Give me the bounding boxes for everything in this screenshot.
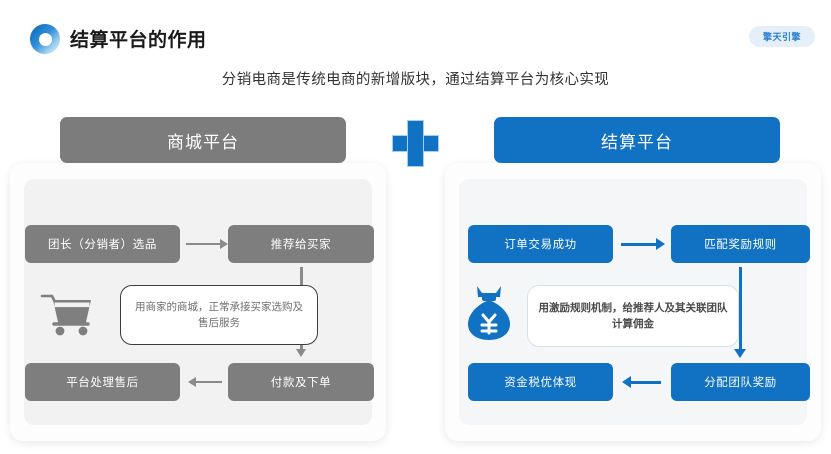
page-subtitle: 分销电商是传统电商的新增版块，通过结算平台为核心实现 [221,72,610,88]
left-panel-header: 商城平台 [60,117,346,163]
right-arrow-3-line [631,381,661,384]
left-arrow-1-line [186,243,220,246]
right-step-1[interactable]: 订单交易成功 [468,225,613,263]
plus-vertical-bar [407,120,424,167]
left-step-3[interactable]: 付款及下单 [228,363,374,401]
plus-icon [392,120,439,167]
left-arrow-1-head [220,239,228,249]
right-arrow-2-head [734,349,746,358]
right-step-2[interactable]: 匹配奖励规则 [671,225,810,263]
left-note: 用商家的商城，正常承接买家选购及售后服务 [120,285,318,345]
right-arrow-2-line [739,267,742,350]
page-title: 结算平台的作用 [70,30,207,51]
left-arrow-3-line [196,381,222,384]
right-arrow-1-line [621,243,657,246]
right-step-3[interactable]: 分配团队奖励 [671,363,810,401]
left-step-1[interactable]: 团长（分销者）选品 [25,225,180,263]
gradient-ring-icon [30,24,60,54]
brand-badge: 擎天引擎 [749,26,815,47]
right-step-4[interactable]: 资金税优体现 [468,363,613,401]
right-arrow-3-head [622,376,631,388]
right-panel-card: 订单交易成功 匹配奖励规则 分配团队奖励 资金税优体现 [445,163,821,441]
shopping-cart-icon [40,291,94,337]
right-note: 用激励规则机制，给推荐人及其关联团队计算佣金 [527,285,739,347]
left-step-4[interactable]: 平台处理售后 [25,363,180,401]
left-step-2[interactable]: 推荐给买家 [228,225,374,263]
right-arrow-1-head [656,238,665,250]
left-arrow-3-head [188,377,196,387]
left-arrow-2-head [296,349,306,357]
left-panel-card: 团长（分销者）选品 推荐给买家 付款及下单 平台处理售后 用商家的 [10,163,386,441]
right-panel-header: 结算平台 [494,117,780,163]
money-bag-yuan-icon [463,283,515,341]
